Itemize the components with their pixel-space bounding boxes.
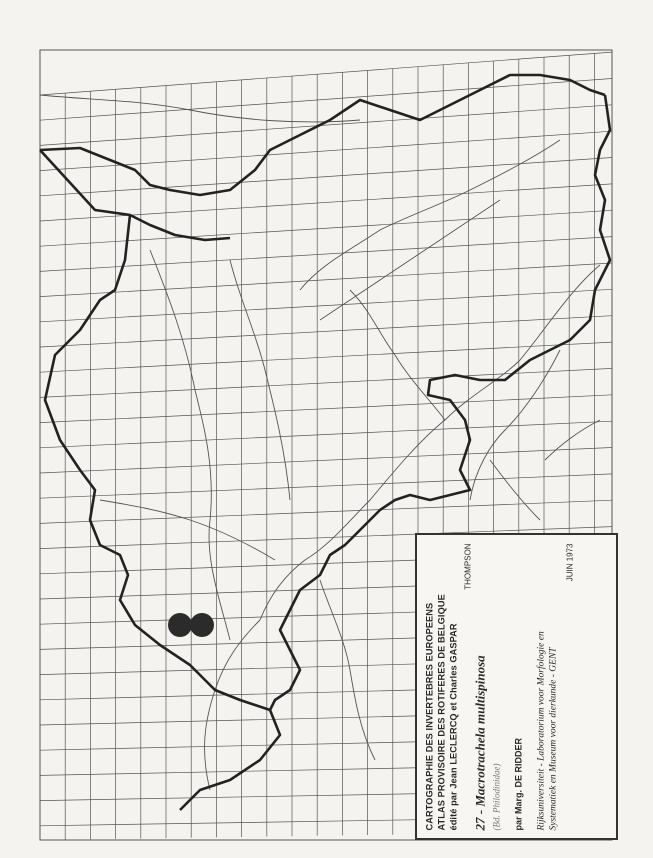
legend-heading-2: ATLAS PROVISOIRE DES ROTIFERES DE BELGIQ… xyxy=(436,593,446,830)
grid-line-horizontal xyxy=(39,288,613,323)
river-demer xyxy=(319,199,501,321)
institution-line-1: Rijksuniversiteit - Laboratorium voor Mo… xyxy=(536,630,546,830)
grid-line-horizontal xyxy=(39,341,613,373)
river-lesse xyxy=(319,579,376,761)
grid-line-horizontal xyxy=(39,78,613,121)
institution-line-2: Systematiek en Museum voor dierkunde - G… xyxy=(548,646,558,830)
observation-marker xyxy=(190,613,214,637)
grid-line-horizontal xyxy=(39,420,613,449)
river-nete xyxy=(379,139,561,231)
compiled-by: par Marg. DE RIDDER xyxy=(513,737,523,830)
legend-box: CARTOGRAPHIE DES INVERTEBRES EUROPEENS A… xyxy=(415,533,618,840)
grid-line-horizontal xyxy=(39,368,613,398)
legend-heading-1: CARTOGRAPHIE DES INVERTEBRES EUROPEENS xyxy=(424,602,434,830)
river-ourthe xyxy=(469,349,561,501)
species-family: (Bd. Philodinidae) xyxy=(491,763,501,830)
species-name: 27 - Macrotrachela multispinosa xyxy=(472,654,487,830)
grid-line-horizontal xyxy=(39,526,613,549)
river-rupel xyxy=(299,229,381,291)
legend-content: CARTOGRAPHIE DES INVERTEBRES EUROPEENS A… xyxy=(417,535,616,838)
species-author: THOMPSON xyxy=(463,543,472,590)
river-lys xyxy=(99,499,276,561)
publication-date: JUIN 1973 xyxy=(565,543,574,581)
grid-line-horizontal xyxy=(39,499,613,524)
grid-line-horizontal xyxy=(39,51,613,96)
rivers xyxy=(39,94,601,791)
grid-frame xyxy=(39,49,613,841)
observation-markers xyxy=(168,613,214,637)
grid-line-horizontal xyxy=(39,104,613,146)
grid-line-horizontal xyxy=(39,262,613,297)
river-scheldt xyxy=(149,249,231,641)
river-vesdre xyxy=(544,419,601,461)
national-border xyxy=(39,73,612,811)
observation-marker xyxy=(168,613,192,637)
river-ourthe-branch xyxy=(489,459,541,521)
grid-line-horizontal xyxy=(39,130,613,171)
grid-line-horizontal xyxy=(39,447,613,474)
river-sambre xyxy=(349,289,446,421)
grid-line-horizontal xyxy=(39,473,613,499)
grid-line-horizontal xyxy=(39,315,613,348)
legend-species-row: 27 - Macrotrachela multispinosa THOMPSON xyxy=(463,543,487,830)
grid-line-horizontal xyxy=(39,394,613,423)
legend-heading-3: édité par Jean LECLERCQ et Charles GASPA… xyxy=(448,622,458,830)
grid-line-horizontal xyxy=(39,236,613,272)
grid-line-horizontal xyxy=(39,157,613,197)
river-north xyxy=(39,94,361,123)
grid-line-horizontal xyxy=(39,183,613,222)
grid-line-horizontal xyxy=(39,209,613,247)
river-meuse xyxy=(259,264,601,621)
river-dender xyxy=(229,259,291,501)
